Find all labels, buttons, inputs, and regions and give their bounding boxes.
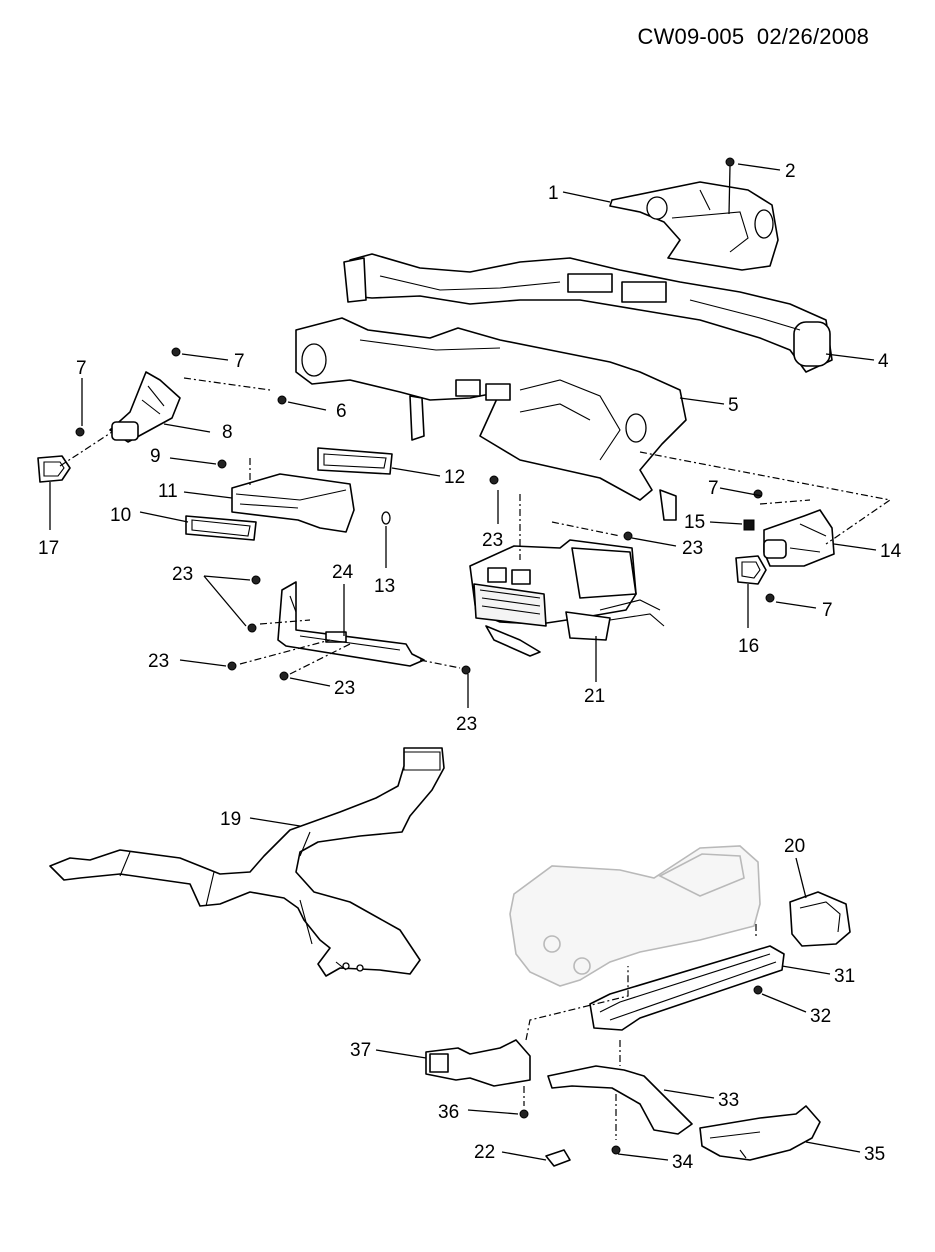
console-ghost-outline [509,845,761,987]
screw-23-bracket-c [227,661,237,671]
part-2-screw [725,157,735,215]
leader-lines [49,163,877,1161]
part-16-vent-trim [735,555,767,585]
document-code: CW09-005 [637,24,745,49]
part-11-air-outlet-duct [231,473,355,533]
callout-23-bracket-top: 23 [172,564,193,585]
part-21-hvac-module [469,539,665,657]
part-17-vent-trim [37,455,71,483]
callout-7-right: 7 [708,478,719,499]
callout-37: 37 [350,1040,371,1061]
callout-19: 19 [220,809,241,830]
callout-11: 11 [158,481,178,502]
screw-6 [277,395,287,405]
callout-21: 21 [584,686,605,707]
part-24-support-bracket [277,581,425,667]
part-14-outlet-duct-right [763,509,835,567]
part-33-rear-duct-center [547,1065,693,1135]
fasteners [75,347,775,681]
callout-10: 10 [110,505,131,526]
callout-22: 22 [474,1142,495,1163]
callout-33: 33 [718,1090,739,1111]
callout-35: 35 [864,1144,885,1165]
screw-7-right [753,489,763,499]
callout-7-left: 7 [76,358,87,379]
callout-6: 6 [336,401,347,422]
screw-23-bracket-a [251,575,261,585]
callout-20: 20 [784,836,805,857]
callout-24: 24 [332,562,354,583]
screw-7-right-lower [765,593,775,603]
screw-7-top [171,347,181,357]
screw-23-bracket-b [247,623,257,633]
screw-32 [753,985,763,995]
callout-labels: 1 2 4 5 6 7 7 7 7 8 9 10 11 12 13 14 15 … [38,161,902,1173]
callout-12: 12 [444,467,465,488]
part-22-pin [545,1149,571,1167]
part-15-clip [743,519,755,531]
callout-14: 14 [880,541,902,562]
screw-34 [611,1145,621,1155]
callout-23-bracket-right: 23 [456,714,477,735]
callout-23-bracket-bottom: 23 [334,678,355,699]
callout-36: 36 [438,1102,459,1123]
callout-9: 9 [150,446,161,467]
callout-5: 5 [728,395,739,416]
document-header: CW09-005 02/26/2008 [638,24,870,50]
assembly-lines [59,377,892,1140]
part-19-floor-air-duct [49,747,445,977]
callout-17: 17 [38,538,59,559]
screw-7-left [75,427,85,437]
part-35-rear-duct-right [699,1105,821,1161]
part-5-panel-duct-frame [295,317,687,521]
fasteners-lower [519,985,763,1155]
part-1-duct-bracket [609,181,779,271]
screw-36 [519,1109,529,1119]
callout-7-top: 7 [234,351,245,372]
part-13-clip [381,511,391,525]
part-9-screw [217,459,227,469]
screw-23-hvac [489,475,499,485]
screw-23-bracket-e [461,665,471,675]
part-20-rear-vent-outlet [789,891,851,947]
callout-23-bracket-left: 23 [148,651,169,672]
callout-16: 16 [738,636,759,657]
callout-13: 13 [374,576,395,597]
callout-32: 32 [810,1006,831,1027]
part-37-rear-duct-left [425,1039,531,1087]
part-10-vent-grille [185,515,257,541]
part-31-rear-floor-duct [589,945,785,1031]
screw-23-bracket-d [279,671,289,681]
part-4-main-air-duct [343,253,833,373]
part-8-side-duct-bracket [109,371,181,443]
callout-1: 1 [548,183,559,204]
callout-4: 4 [878,351,889,372]
part-12-filter-cover [317,447,393,475]
callout-23-hvac-right: 23 [682,538,703,559]
callout-8: 8 [222,422,233,443]
callout-15: 15 [684,512,705,533]
screw-23-hvac-right [623,531,633,541]
callout-2: 2 [785,161,796,182]
callout-31: 31 [834,966,855,987]
callout-23-hvac: 23 [482,530,503,551]
callout-34: 34 [672,1152,694,1173]
document-date: 02/26/2008 [756,24,869,49]
callout-7-lower-right: 7 [822,600,833,621]
